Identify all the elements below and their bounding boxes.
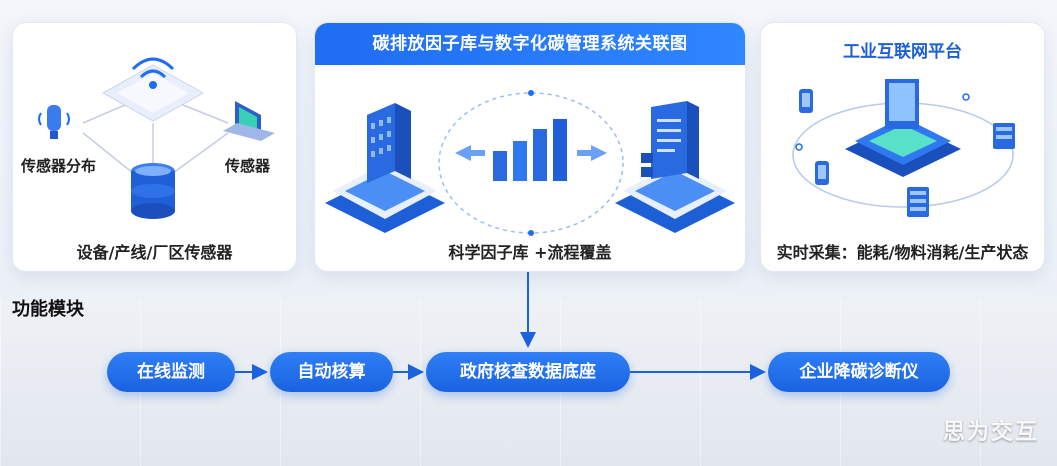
- module-auto-accounting[interactable]: 自动核算: [270, 352, 393, 392]
- bar-chart-icon: [493, 119, 567, 181]
- left-caption: 设备/产线/厂区传感器: [76, 243, 233, 262]
- right-caption: 实时采集：能耗/物料消耗/生产状态: [776, 243, 1029, 262]
- document-icon: [615, 101, 735, 233]
- section-title: 功能模块: [12, 299, 84, 320]
- module-government-data-base[interactable]: 政府核查数据底座: [426, 352, 630, 392]
- server-device-icon: [993, 123, 1015, 149]
- iiot-network-illustration: [792, 79, 1015, 217]
- sensor-panel: 传感器分布 传感器 设备/产线/厂区传感器: [12, 22, 297, 272]
- module-enterprise-diagnosis[interactable]: 企业降碳诊断仪: [768, 352, 950, 392]
- sensor-network-illustration: [38, 57, 275, 219]
- platform-server-icon: [845, 79, 961, 177]
- label-sensor: 传感器: [225, 157, 271, 175]
- database-icon: [131, 163, 175, 219]
- phone-device-icon-2: [815, 161, 829, 185]
- left-arrow-icon: [455, 145, 485, 161]
- module-online-monitoring[interactable]: 在线监测: [107, 352, 235, 392]
- right-arrow-icon: [577, 145, 607, 161]
- wifi-router-icon: [101, 57, 205, 122]
- server-device-icon-2: [907, 187, 929, 217]
- carbon-factor-panel: 碳排放因子库与数字化碳管理系统关联图: [314, 22, 746, 272]
- center-title: 碳排放因子库与数字化碳管理系统关联图: [315, 23, 745, 65]
- right-title: 工业互联网平台: [843, 42, 962, 62]
- building-icon: [325, 103, 445, 233]
- probe-sensor-icon: [38, 105, 70, 139]
- center-caption: 科学因子库 +流程覆盖: [448, 243, 612, 262]
- iiot-platform-panel: 工业互联网平台 实时采集：能耗/物料消耗/生产状态: [760, 22, 1045, 272]
- laptop-sensor-icon: [223, 101, 275, 141]
- watermark: 思为交互: [942, 420, 1039, 445]
- factor-library-illustration: [325, 90, 735, 236]
- phone-device-icon: [799, 89, 813, 113]
- label-sensor-distribution: 传感器分布: [21, 157, 97, 175]
